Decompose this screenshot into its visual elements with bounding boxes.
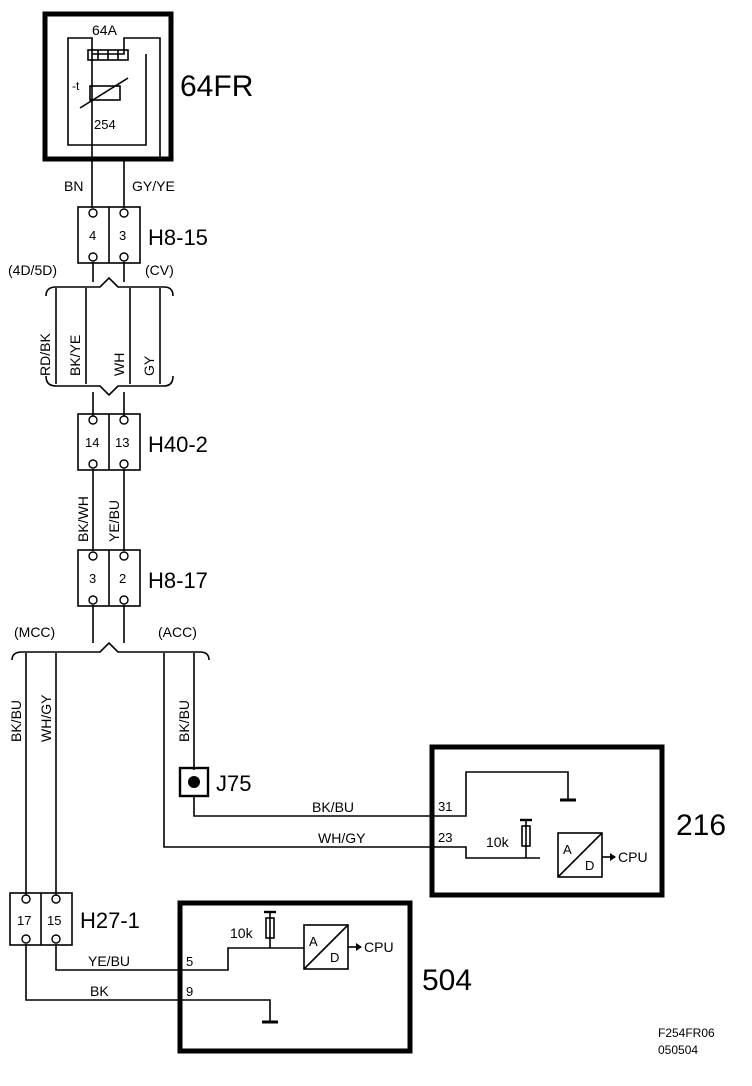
variant-brace-top <box>45 276 174 297</box>
wire-label-bk-ye: BK/YE <box>67 335 83 376</box>
connector-name: H27-1 <box>80 908 140 933</box>
variant-4d-5d: (4D/5D) <box>8 262 57 278</box>
figure-date: 050504 <box>658 1043 698 1057</box>
arrow-right-icon <box>610 853 616 861</box>
adc-d-label: D <box>330 950 339 965</box>
connector-name: H8-17 <box>148 568 208 593</box>
thermistor-icon <box>89 85 121 101</box>
wire-label-gy-ye: GY/YE <box>132 178 175 194</box>
variant-cv: (CV) <box>145 262 174 278</box>
wire-label-bk-504: BK <box>90 983 109 999</box>
connector-j75: J75 <box>178 766 251 798</box>
resistor-label: 10k <box>230 925 254 941</box>
arrow-right-icon <box>356 943 362 951</box>
pin-5: 5 <box>186 954 193 969</box>
variant-acc: (ACC) <box>158 624 197 640</box>
pin-15: 15 <box>47 913 61 928</box>
pin-13: 13 <box>115 435 129 450</box>
wire-label-bn: BN <box>64 178 83 194</box>
connector-name: J75 <box>216 771 251 796</box>
wire-label-gy: GY <box>141 355 157 376</box>
wire-label-bk-bu-216: BK/BU <box>312 799 354 815</box>
adc-a-label: A <box>563 842 572 857</box>
variant-brace-mid <box>45 375 174 397</box>
wire-label-ye-bu-504: YE/BU <box>88 953 130 969</box>
fuse-pin-label: 254 <box>94 117 116 132</box>
adc-icon <box>557 832 603 878</box>
variant-mcc: (MCC) <box>14 624 55 640</box>
wire-label-rd-bk: RD/BK <box>37 333 53 376</box>
wire-label-wh-gy-216: WH/GY <box>318 830 366 846</box>
adc-d-label: D <box>585 858 594 873</box>
resistor-label: 10k <box>486 834 510 850</box>
pin-9: 9 <box>186 984 193 999</box>
connector-name: H8-15 <box>148 225 208 250</box>
cpu-label: CPU <box>364 939 394 955</box>
module-id: 504 <box>422 964 472 997</box>
figure-code: F254FR06 <box>658 1026 715 1040</box>
connector-h8-15: 4 3 H8-15 <box>77 206 208 264</box>
resistor-icon <box>521 825 531 847</box>
pin-14: 14 <box>85 435 99 450</box>
thermistor-symbol: -t <box>72 79 80 93</box>
resistor-icon <box>265 917 275 939</box>
wire-label-wh-gy-left: WH/GY <box>38 694 54 742</box>
pin-17: 17 <box>17 913 31 928</box>
wire-label-wh: WH <box>111 353 127 376</box>
splice-dot-icon <box>188 776 200 788</box>
fuse-label: 64A <box>92 22 118 38</box>
wire-label-ye-bu: YE/BU <box>106 500 122 542</box>
adc-a-label: A <box>309 934 318 949</box>
connector-h8-17: 3 2 H8-17 <box>77 549 208 607</box>
connector-h27-1: 17 15 H27-1 <box>9 892 140 946</box>
wire-label-bk-bu-left: BK/BU <box>8 700 24 742</box>
pin-31: 31 <box>438 799 452 814</box>
wire-label-bk-wh: BK/WH <box>75 496 91 542</box>
fuse-box-id: 64FR <box>180 70 253 103</box>
cpu-label: CPU <box>618 849 648 865</box>
wire-label-bk-bu-right: BK/BU <box>176 700 192 742</box>
connector-name: H40-2 <box>148 432 208 457</box>
connector-h40-2: 14 13 H40-2 <box>77 413 208 471</box>
fuse-box-64fr: 64A 254 -t 64FR <box>42 11 253 162</box>
module-504: 5 9 10k A D CPU 504 <box>177 900 472 1054</box>
pin-3: 3 <box>119 228 126 243</box>
variant-brace-bottom <box>11 641 210 661</box>
pin-23: 23 <box>438 830 452 845</box>
pin-2: 2 <box>119 571 126 586</box>
pin-3: 3 <box>89 571 96 586</box>
module-id: 216 <box>676 809 726 842</box>
module-216: 31 23 10k A D CPU 216 <box>429 744 726 898</box>
pin-4: 4 <box>89 228 96 243</box>
